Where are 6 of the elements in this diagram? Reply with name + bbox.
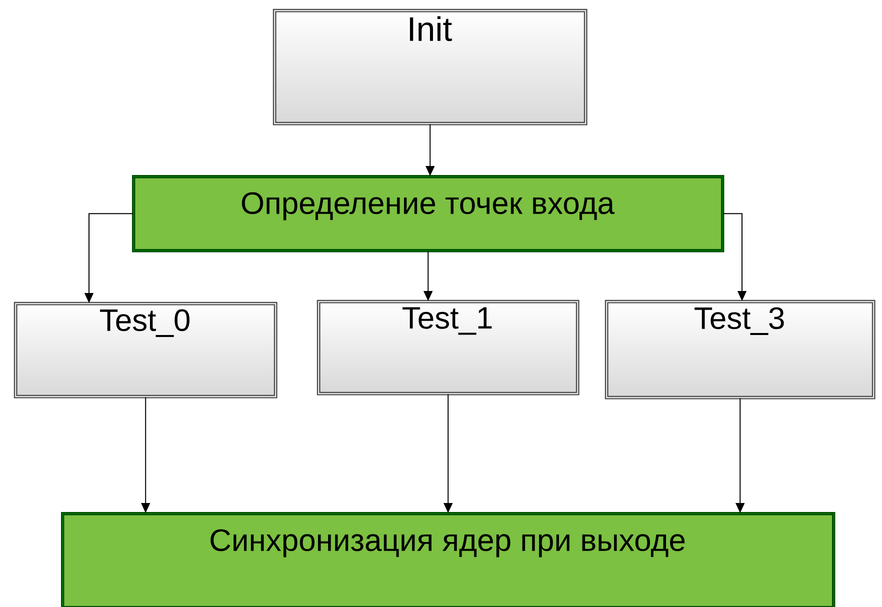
process-band: Синхронизация ядер при выходе <box>61 512 836 607</box>
process-band: Определение точек входа <box>132 175 724 252</box>
process-box: Test_1 <box>316 300 580 396</box>
process-box: Init <box>272 8 588 126</box>
process-box: Test_0 <box>14 302 278 398</box>
process-box: Test_3 <box>604 300 876 400</box>
